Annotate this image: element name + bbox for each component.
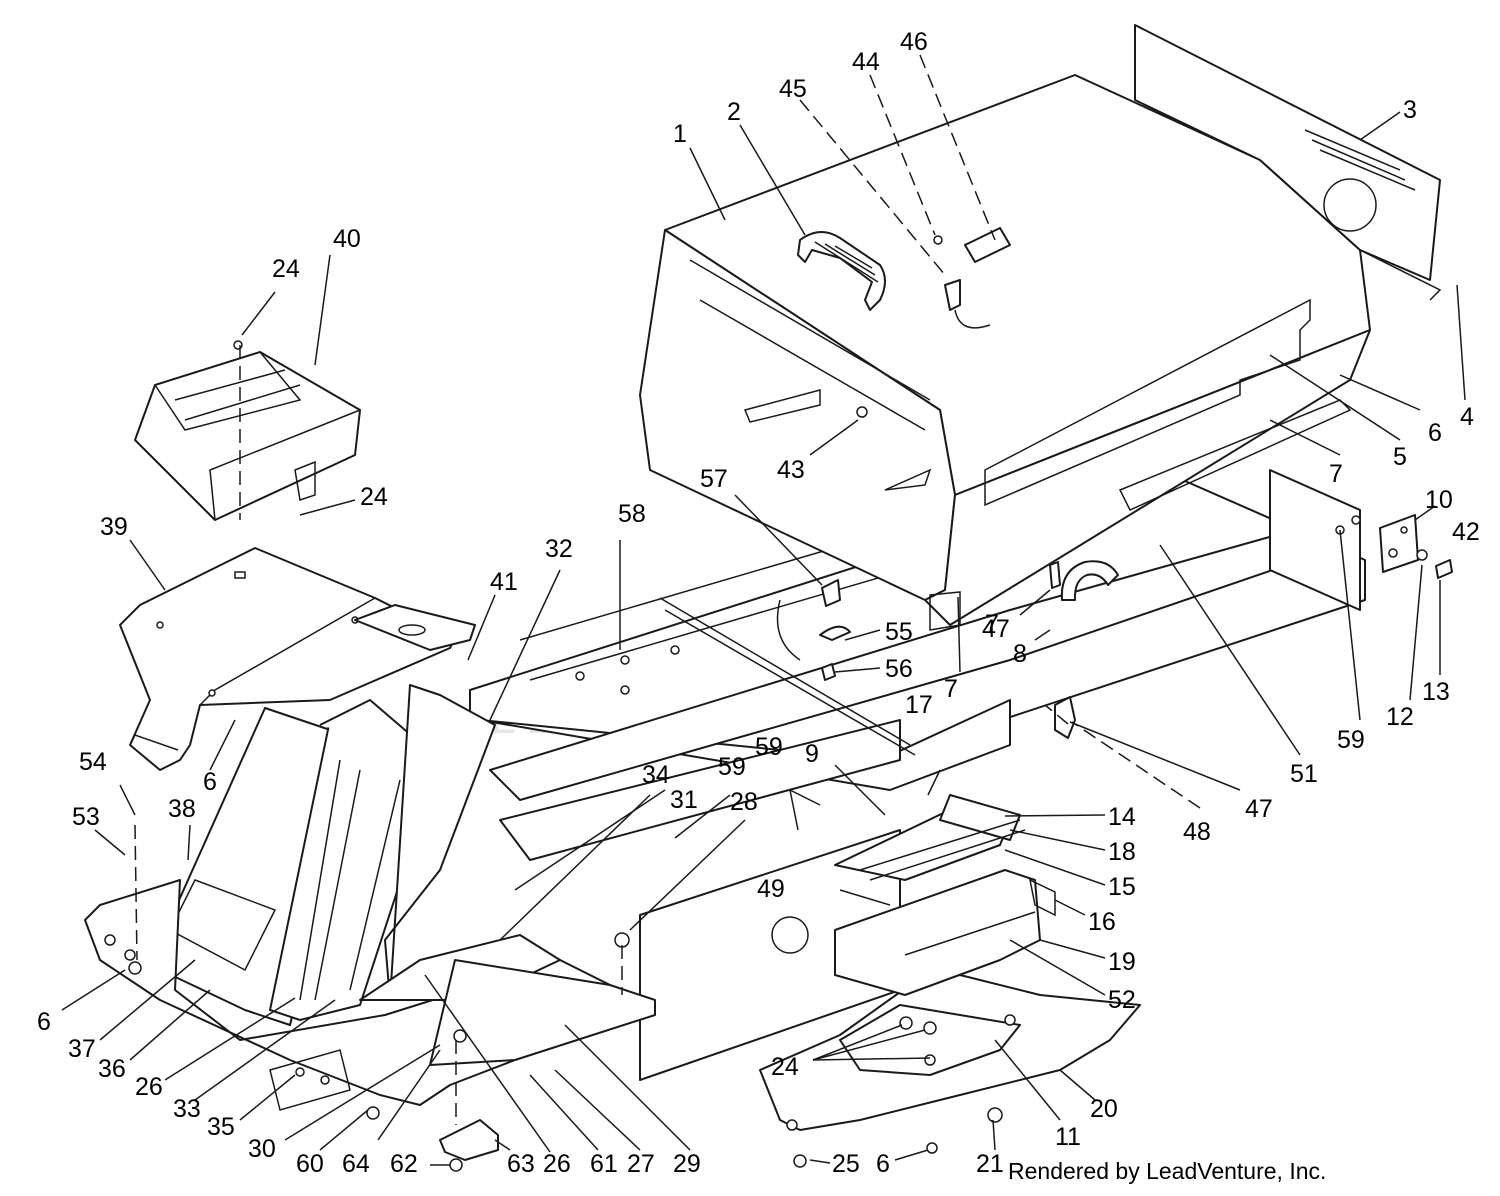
callout-2: 2 (727, 98, 741, 126)
seat-plate (834, 794, 1056, 917)
callout-54: 54 (79, 748, 107, 776)
callout-20: 20 (1090, 1095, 1118, 1123)
callout-33: 33 (173, 1095, 201, 1123)
callout-45: 45 (779, 75, 807, 103)
callout-30: 30 (248, 1135, 276, 1163)
callout-1: 1 (673, 120, 687, 148)
callout-48: 48 (1183, 818, 1211, 846)
callout-35: 35 (207, 1113, 235, 1141)
callout-27: 27 (627, 1150, 655, 1178)
callout-47a: 47 (982, 615, 1010, 643)
handle-8 (1060, 560, 1119, 601)
callout-24b: 24 (360, 483, 388, 511)
callout-3: 3 (1403, 96, 1417, 124)
callout-18: 18 (1108, 838, 1136, 866)
latch-47 (1049, 561, 1076, 739)
callout-6d: 6 (876, 1150, 890, 1178)
callout-57: 57 (700, 465, 728, 493)
callout-4: 4 (1460, 403, 1474, 431)
footer-credit: Rendered by LeadVenture, Inc. (1008, 1158, 1327, 1184)
callout-6a: 6 (1428, 419, 1442, 447)
front-platform (84, 879, 656, 1120)
frame-side-panel (639, 469, 1361, 1081)
callout-29: 29 (673, 1150, 701, 1178)
callout-37: 37 (68, 1035, 96, 1063)
callout-6c: 6 (37, 1008, 51, 1036)
callout-63: 63 (507, 1150, 535, 1178)
callout-26b: 26 (543, 1150, 571, 1178)
callout-46: 46 (900, 28, 928, 56)
callout-52: 52 (1108, 986, 1136, 1014)
hood-side-strip (929, 399, 1352, 631)
callout-40: 40 (333, 225, 361, 253)
callout-11: 11 (1055, 1123, 1081, 1151)
callout-59a: 59 (1337, 726, 1365, 754)
callout-12: 12 (1386, 703, 1414, 731)
callout-58: 58 (618, 500, 646, 528)
callout-6b: 6 (203, 768, 217, 796)
callout-15: 15 (1108, 873, 1136, 901)
callout-7b: 7 (944, 675, 958, 703)
callout-10: 10 (1425, 486, 1453, 514)
callout-labels: 1 2 3 4 5 6 6 6 6 7 7 7 8 9 10 42 11 12 … (37, 28, 1480, 1178)
callout-59c: 59 (718, 753, 746, 781)
callout-59b: 59 (755, 733, 783, 761)
callout-47b: 47 (1245, 795, 1273, 823)
bracket-10 (1379, 514, 1453, 579)
callout-49: 49 (757, 875, 785, 903)
callout-24a: 24 (272, 255, 300, 283)
callout-34: 34 (642, 761, 670, 789)
callout-56: 56 (885, 655, 913, 683)
callout-14: 14 (1108, 803, 1136, 831)
callout-7c: 7 (985, 610, 999, 638)
callout-19: 19 (1108, 948, 1136, 976)
leader-lines (61, 54, 1466, 1166)
callout-21: 21 (976, 1150, 1004, 1178)
callout-53: 53 (72, 803, 100, 831)
callout-64: 64 (342, 1150, 370, 1178)
callout-55: 55 (885, 618, 913, 646)
frame-rails (469, 469, 1366, 861)
callout-32: 32 (545, 535, 573, 563)
seat-base (759, 869, 1141, 1168)
bracket-63 (439, 932, 630, 1172)
callout-61: 61 (590, 1150, 618, 1178)
callout-41: 41 (490, 568, 518, 596)
callout-24c: 24 (771, 1053, 799, 1081)
callout-60: 60 (296, 1150, 324, 1178)
callout-17: 17 (905, 691, 933, 719)
callout-62: 62 (390, 1150, 418, 1178)
callout-5: 5 (1393, 443, 1407, 471)
callout-44: 44 (852, 48, 880, 76)
callout-42: 42 (1452, 518, 1480, 546)
callout-43: 43 (777, 456, 805, 484)
callout-25: 25 (832, 1150, 860, 1178)
battery-tray (119, 547, 456, 771)
callout-26a: 26 (135, 1073, 163, 1101)
battery-box (134, 340, 361, 521)
callout-51: 51 (1290, 760, 1318, 788)
callout-9: 9 (805, 740, 819, 768)
rear-screen (1134, 24, 1442, 301)
hood-assembly (639, 74, 1371, 626)
callout-8: 8 (1013, 640, 1027, 668)
callout-28: 28 (730, 788, 758, 816)
callout-16: 16 (1088, 908, 1116, 936)
callout-7a: 7 (1329, 460, 1343, 488)
control-tower (149, 604, 496, 1026)
callout-39: 39 (100, 513, 128, 541)
callout-36: 36 (98, 1055, 126, 1083)
callout-31: 31 (670, 786, 698, 814)
callout-13: 13 (1422, 678, 1450, 706)
callout-38: 38 (168, 795, 196, 823)
rear-rod (659, 579, 916, 756)
